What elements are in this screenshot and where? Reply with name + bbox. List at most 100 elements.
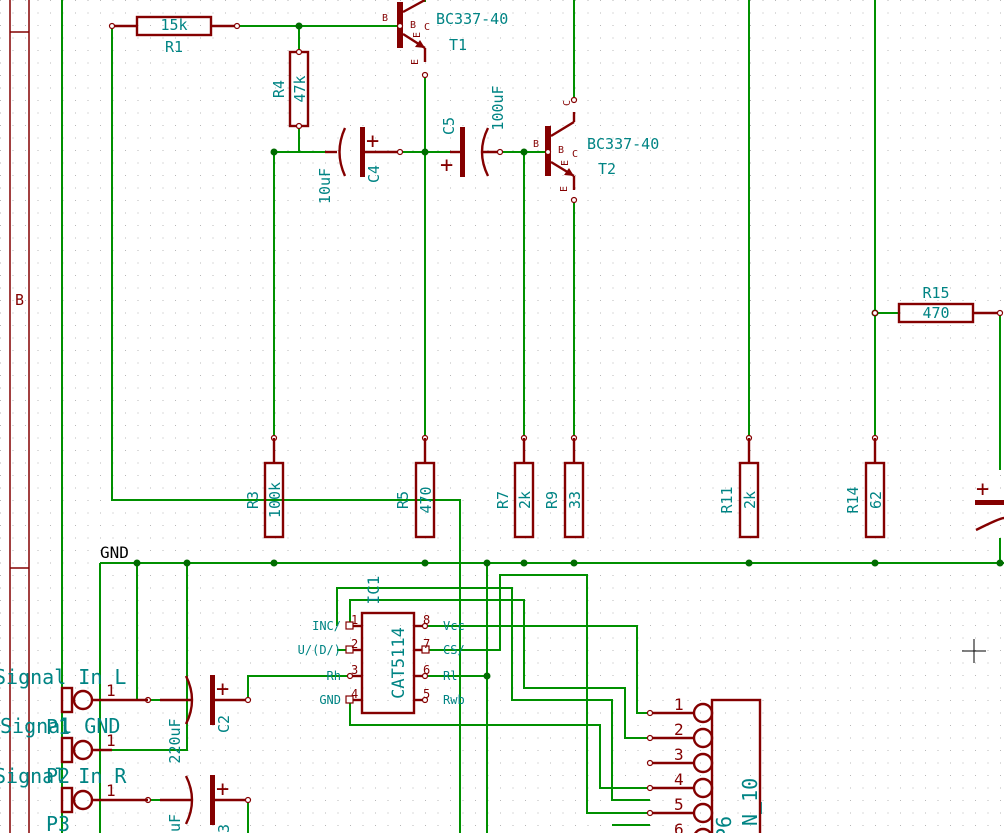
ic-pin-name: GND xyxy=(319,693,341,707)
connector-pin-number: 1 xyxy=(674,695,684,714)
ic-pin-number: 3 xyxy=(351,663,358,677)
capacitor-plus: + xyxy=(366,129,379,154)
pin-label: E xyxy=(412,32,423,38)
capacitor-ref: C5 xyxy=(440,117,458,135)
pin-label: E xyxy=(560,160,571,166)
resistor-r7[interactable]: 2k R7 xyxy=(494,434,535,539)
ic-pin-number: 6 xyxy=(423,663,430,677)
connector-pin-number: 4 xyxy=(674,770,684,789)
ic-ref: IC1 xyxy=(364,576,383,605)
jack-label: Signal GND xyxy=(0,714,120,738)
resistor-r15[interactable]: R15 470 xyxy=(871,284,1004,324)
capacitor-c4[interactable]: + 10uF C4 xyxy=(316,127,404,204)
connector-pin-number: 2 xyxy=(674,720,684,739)
jack-p1[interactable]: Signal In L 1 P1 xyxy=(0,665,148,739)
resistor-value: 33 xyxy=(566,491,584,509)
resistor-value: 47k xyxy=(291,75,309,102)
ic-pin-number: 2 xyxy=(351,637,358,651)
gnd-net-label: GND xyxy=(100,543,129,562)
resistor-value: 470 xyxy=(417,486,435,513)
connector-p6[interactable]: 1 2 3 4 5 6 P6 N_10 xyxy=(646,695,763,838)
resistor-r11[interactable]: 2k R11 xyxy=(718,434,760,539)
capacitor-plus: + xyxy=(216,677,229,702)
capacitor-value: 220uF xyxy=(166,718,184,763)
resistor-ref: R11 xyxy=(718,486,736,513)
wires[interactable] xyxy=(61,0,1004,833)
connector-pin-circles xyxy=(646,702,714,838)
resistor-r4[interactable]: 47k R4 xyxy=(270,48,310,130)
jack-ref: P1 xyxy=(46,715,70,739)
capacitor-ref: C3 xyxy=(215,824,233,833)
ic-pin-name: INC/ xyxy=(312,619,341,633)
capacitor-plus: + xyxy=(440,153,453,178)
resistor-value: 100k xyxy=(266,482,284,518)
jack-ref: P2 xyxy=(46,764,70,788)
pin-label: C xyxy=(572,149,578,160)
jack-p3[interactable]: Signal In R 1 P3 xyxy=(0,764,148,836)
resistor-r14[interactable]: 62 R14 xyxy=(844,434,886,539)
connector-pin-number: 5 xyxy=(674,795,684,814)
jack-ref: P3 xyxy=(46,812,70,833)
resistor-ref: R9 xyxy=(543,491,561,509)
capacitor-plus: + xyxy=(976,477,989,502)
ic-pin-name: Rh xyxy=(327,669,341,683)
ic-pin-number: 4 xyxy=(351,687,358,701)
capacitor-ref: C4 xyxy=(365,165,383,183)
resistor-ref: R15 xyxy=(922,284,949,302)
resistor-ref: R1 xyxy=(165,38,183,56)
resistor-value: 62 xyxy=(867,491,885,509)
resistor-ref: R5 xyxy=(394,491,412,509)
capacitor-value: uF xyxy=(166,814,184,832)
resistor-ref: R14 xyxy=(844,486,862,513)
transistor-t1[interactable]: B B C E E BC337-40 T1 xyxy=(382,0,508,79)
jack-pin-number: 1 xyxy=(106,731,116,750)
ic-left-pins xyxy=(345,621,362,704)
transistor-t2[interactable]: C B B C E E BC337-40 T2 xyxy=(533,96,659,204)
ic-pin-name: Rwb xyxy=(443,693,465,707)
ic-pin-name: Rl xyxy=(443,669,457,683)
pin-label: B xyxy=(410,20,416,31)
capacitor-ref: C2 xyxy=(215,715,233,733)
pin-label: C xyxy=(562,100,573,106)
ic-pin-name: CS/ xyxy=(443,643,465,657)
resistor-ref: R4 xyxy=(270,80,288,98)
transistor-value: BC337-40 xyxy=(587,135,659,153)
ic-pin-number: 5 xyxy=(423,687,430,701)
resistor-value: 2k xyxy=(741,491,759,509)
capacitor-value: 100uF xyxy=(489,85,507,130)
jack-label: Signal In L xyxy=(0,665,126,689)
resistor-r9[interactable]: 33 R9 xyxy=(543,434,585,539)
pin-label: B xyxy=(558,145,564,156)
pin-label: B xyxy=(533,139,539,150)
resistor-value: 2k xyxy=(516,491,534,509)
resistor-r5[interactable]: 470 R5 xyxy=(394,434,436,539)
jack-p2[interactable]: Signal GND 1 P2 xyxy=(0,714,120,788)
pin-label: B xyxy=(382,13,388,24)
ic-right-pins xyxy=(414,622,430,704)
ic-pin-number: 8 xyxy=(423,613,430,627)
capacitor-value: 10uF xyxy=(316,168,334,204)
resistor-r1[interactable]: 15k R1 xyxy=(108,15,241,56)
ic-pin-name: Vcc xyxy=(443,619,465,633)
resistor-value: 470 xyxy=(922,304,949,322)
transistor-ref: T1 xyxy=(449,36,467,54)
ic-cat5114[interactable]: 1 2 3 4 8 7 6 5 INC/ U/(D/) Rh GND Vcc C… xyxy=(298,576,465,715)
resistor-ref: R7 xyxy=(494,491,512,509)
connector-value: N_10 xyxy=(738,778,762,826)
transistor-value: BC337-40 xyxy=(436,10,508,28)
capacitor-right-edge[interactable]: + xyxy=(975,477,1004,532)
pin-label: E xyxy=(410,59,421,65)
jack-label: Signal In R xyxy=(0,764,127,788)
jack-pin-number: 1 xyxy=(106,681,116,700)
resistor-r3[interactable]: 100k R3 xyxy=(244,434,285,539)
ic-pin-name: U/(D/) xyxy=(298,643,341,657)
capacitor-c5[interactable]: + C5 100uF xyxy=(440,85,507,178)
sheet-border: B xyxy=(9,0,30,833)
connector-pin-number: 3 xyxy=(674,745,684,764)
capacitor-c2[interactable]: + 220uF C2 xyxy=(144,675,252,764)
pin-label: C xyxy=(424,22,430,33)
connector-pin-number: 6 xyxy=(674,820,684,833)
pin-label: E xyxy=(559,186,570,192)
